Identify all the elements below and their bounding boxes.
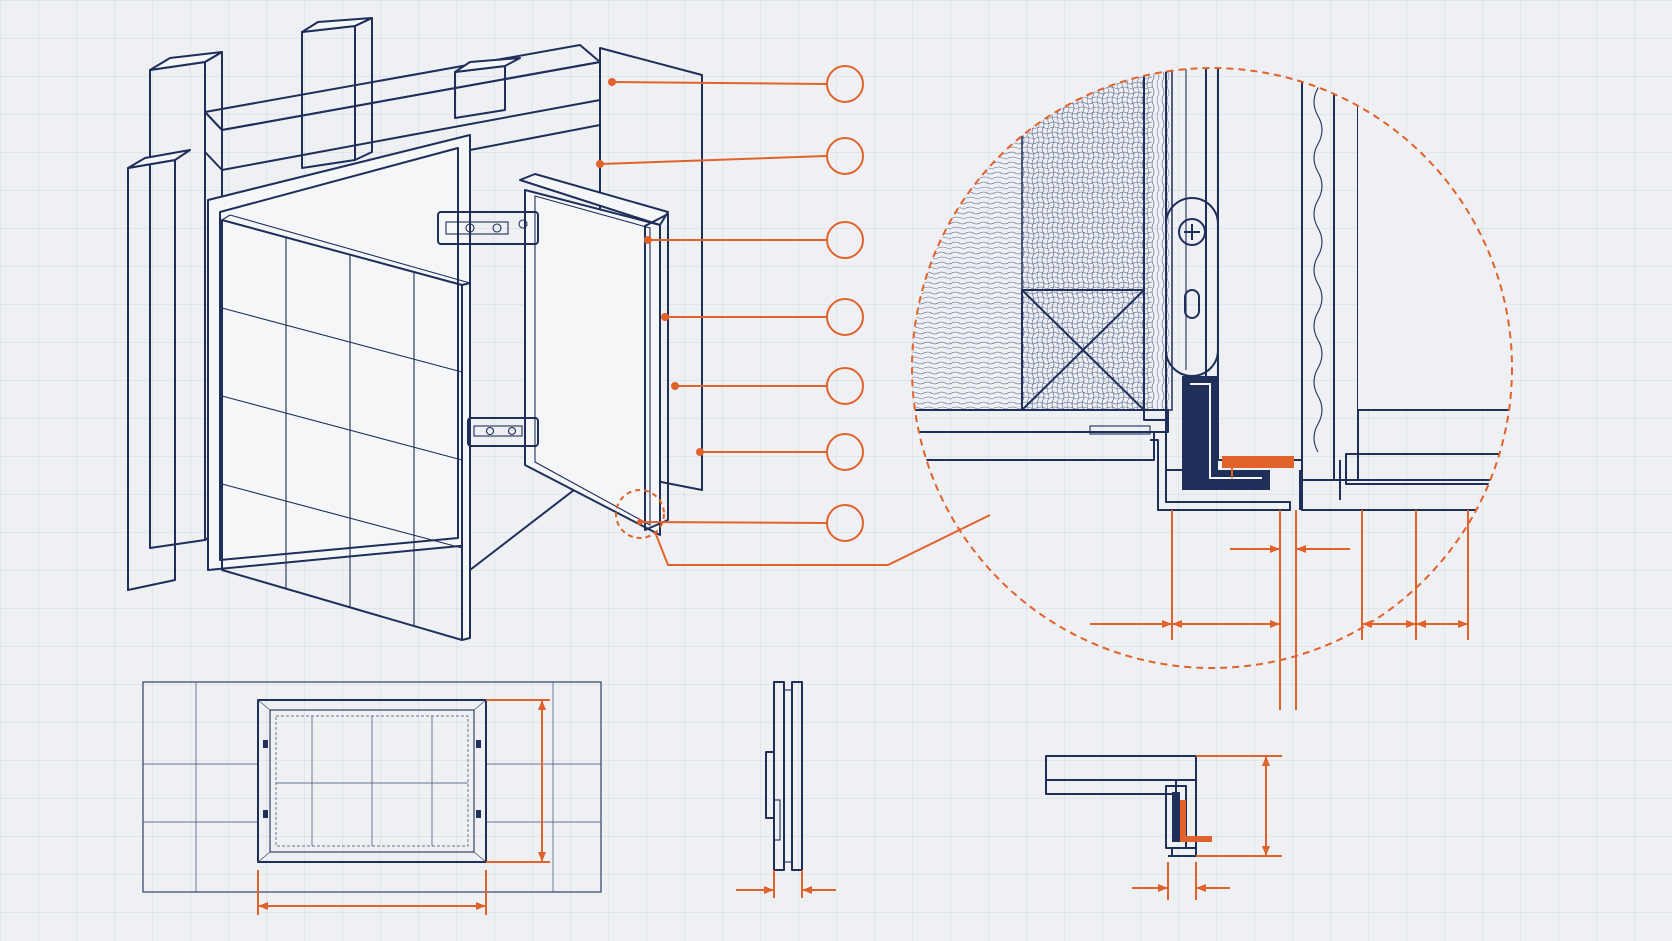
callout-7[interactable] — [637, 504, 864, 542]
panel-frame — [257, 699, 487, 863]
detail-leader-line — [654, 514, 991, 566]
screw-icon — [1178, 218, 1206, 246]
left-stud — [149, 61, 206, 549]
callout-6[interactable] — [696, 433, 864, 471]
callout-bubble-3 — [826, 221, 864, 259]
callout-1[interactable] — [608, 65, 864, 103]
orange-seal — [1222, 456, 1294, 468]
left-insulation — [127, 159, 176, 591]
isometric-access-panel-view — [127, 17, 991, 641]
hinge-upper — [437, 211, 539, 245]
honeycomb-core — [1217, 68, 1303, 461]
magnified-corner-detail — [911, 67, 1513, 710]
inner-lid — [519, 173, 669, 536]
tile-layer-left — [912, 409, 1169, 433]
detail-marker-circle — [615, 489, 665, 539]
hinge-plate-detail — [1165, 197, 1219, 377]
door-panel-tiled — [221, 214, 471, 641]
tile-layer-right — [1357, 409, 1512, 455]
callout-bubble-4 — [826, 298, 864, 336]
access-frame — [207, 134, 471, 571]
top-beam — [204, 44, 601, 131]
callout-4[interactable] — [661, 298, 864, 336]
callout-2[interactable] — [596, 137, 864, 175]
right-stud-top — [454, 65, 506, 119]
callout-bubble-5 — [826, 367, 864, 405]
side-section — [736, 681, 836, 898]
gasket-profile — [1182, 376, 1270, 490]
callout-3[interactable] — [644, 221, 864, 259]
callout-group — [596, 65, 864, 542]
corner-section-detail — [1045, 755, 1282, 900]
detail-boundary-circle — [911, 67, 1513, 669]
callout-5[interactable] — [671, 367, 864, 405]
front-elevation — [142, 681, 602, 915]
callout-bubble-6 — [826, 433, 864, 471]
callout-bubble-2 — [826, 137, 864, 175]
hinge-lower — [467, 417, 539, 447]
hatched-substrate — [1345, 453, 1512, 485]
corner-seal-orange — [1180, 800, 1212, 842]
callout-bubble-7 — [826, 504, 864, 542]
wall-outline — [142, 681, 602, 893]
wavy-membrane — [1301, 68, 1335, 481]
callout-bubble-1 — [826, 65, 864, 103]
detail-dimensions — [1090, 510, 1469, 710]
